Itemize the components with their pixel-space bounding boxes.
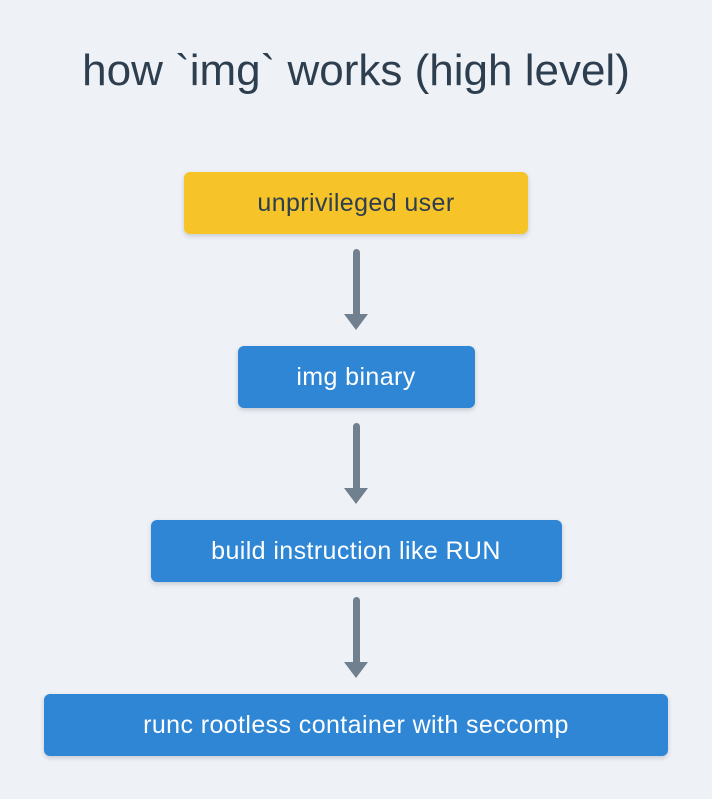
arrow-stem <box>352 597 360 662</box>
node-build-instruction: build instruction like RUN <box>150 520 562 582</box>
arrow-stem <box>352 423 360 488</box>
arrow-head <box>344 314 368 330</box>
node-runc-container: runc rootless container with seccomp <box>44 694 668 756</box>
arrow-head <box>344 488 368 504</box>
arrow-down-icon <box>344 597 368 678</box>
arrow-down-icon <box>344 423 368 504</box>
node-img-binary: img binary <box>237 346 475 408</box>
node-unprivileged-user: unprivileged user <box>184 172 528 234</box>
arrow-down-icon <box>344 249 368 330</box>
arrow-head <box>344 662 368 678</box>
arrow-stem <box>352 249 360 314</box>
diagram-title: how `img` works (high level) <box>82 46 630 95</box>
